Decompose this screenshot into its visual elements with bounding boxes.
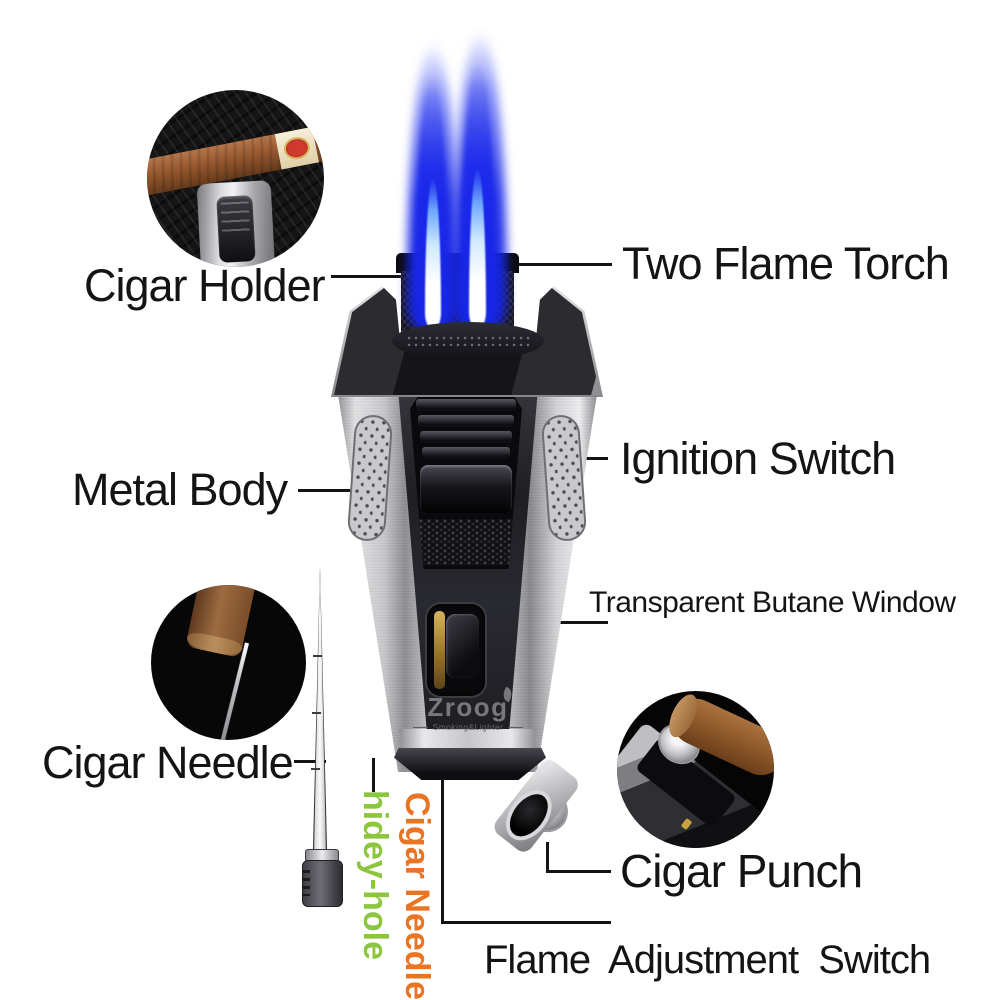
ignition-switch-label: Ignition Switch	[620, 433, 896, 484]
flame-adjustment-leader-line-vertical	[441, 770, 444, 924]
brand-tagline: Smoking&Lighter	[398, 722, 538, 732]
nozzle-deck	[392, 322, 544, 360]
lighter-top-in-inset	[196, 180, 276, 267]
cigar-needle-label: Cigar Needle	[42, 737, 294, 788]
needle-in-inset	[220, 642, 249, 740]
cigar-band	[274, 126, 319, 170]
ignition-switch-recess	[410, 391, 522, 569]
cigar-punch-ring	[502, 787, 556, 844]
cigar-band-logo	[282, 134, 312, 162]
transparent-butane-window-label: Transparent Butane Window	[589, 586, 956, 619]
carbon-texture-panel	[419, 519, 513, 565]
cigar-punch-leader-line-horizontal	[546, 870, 611, 873]
cigar-needle-leader-line	[294, 760, 326, 763]
flame-adjustment-switch-label: Flame Adjustment Switch	[484, 938, 931, 982]
hidey-hole-leader-line	[372, 758, 375, 792]
cigar-cut-face	[185, 630, 244, 658]
switch-ridge	[422, 447, 510, 459]
needle-handle-grip	[303, 870, 310, 896]
left-flame-core	[425, 178, 441, 328]
cigar-needle-inset-photo	[151, 585, 306, 740]
cigar-punch-inset-photo	[617, 691, 774, 848]
needle-notch	[312, 712, 321, 714]
cigar-punch-label: Cigar Punch	[620, 845, 863, 897]
right-flame-core	[469, 168, 486, 328]
butane-window-lever	[446, 614, 479, 678]
tagline-dash	[412, 726, 428, 728]
two-flame-torch-label: Two Flame Torch	[622, 238, 950, 289]
cigar-holder-leader-line	[331, 275, 405, 278]
metal-body-leader-line	[298, 489, 368, 492]
cigar-holder-label: Cigar Holder	[84, 260, 326, 311]
bottom-cap	[394, 748, 546, 780]
holder-slider	[216, 195, 256, 263]
metal-body-label: Metal Body	[72, 464, 288, 515]
switch-ridge	[416, 399, 516, 411]
ignition-switch-button	[420, 465, 512, 513]
deck-perforation	[406, 335, 530, 346]
brand-name: Zroog	[427, 692, 509, 722]
brand-tagline-text: Smoking&Lighter	[432, 722, 504, 732]
switch-ridge	[418, 415, 514, 427]
cigar-needle-vertical-label: Cigar Needle	[398, 792, 436, 1000]
needle-notch	[311, 768, 320, 770]
holder-slider-ridges	[220, 201, 251, 233]
butane-fuel-level	[434, 611, 445, 689]
needle-notch	[313, 655, 322, 657]
cigar-punch-leader-line-vertical	[546, 842, 549, 873]
cigar-cut-face	[663, 691, 703, 742]
flame-adjustment-leader-line-horizontal	[441, 921, 611, 924]
brand-logo: Zroog	[398, 686, 538, 723]
switch-ridge	[420, 431, 512, 443]
cigar-holder-inset-photo	[147, 90, 324, 267]
two-flame-torch-leader-line	[478, 263, 612, 266]
hidey-hole-vertical-label: hidey-hole	[356, 790, 394, 961]
tagline-dash	[508, 726, 524, 728]
